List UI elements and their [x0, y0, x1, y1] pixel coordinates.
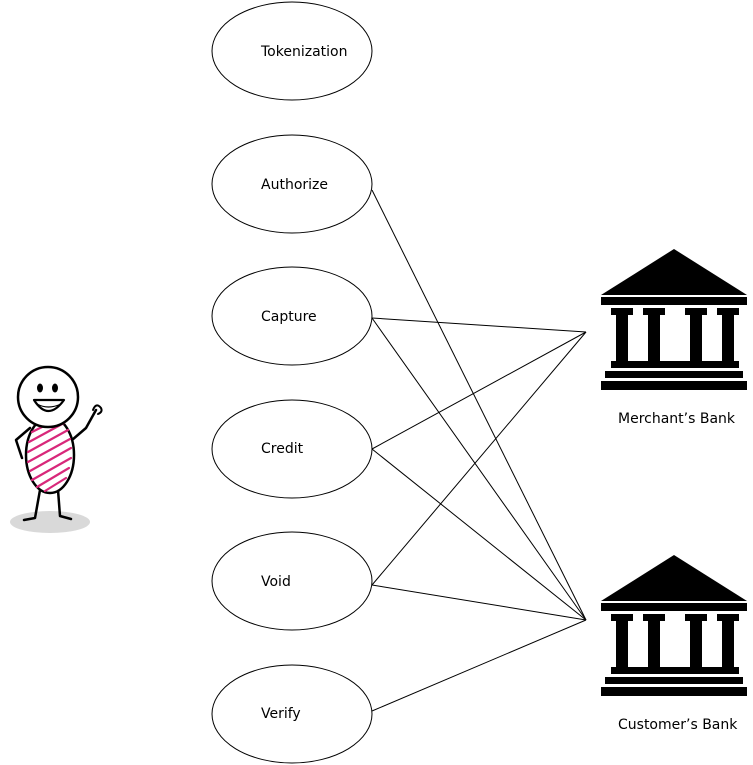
connector-uc-credit-merchant-bank — [371, 331, 587, 450]
use-case-capture[interactable]: Capture — [211, 266, 373, 366]
connector-uc-capture-customer-bank — [371, 317, 587, 621]
connector-uc-credit-customer-bank — [371, 448, 587, 621]
connector-lines — [371, 189, 587, 712]
stick-figure-actor-icon[interactable] — [10, 365, 103, 533]
merchant-bank-icon[interactable] — [601, 249, 747, 390]
use-case-label: Verify — [261, 706, 301, 722]
use-case-label: Capture — [261, 309, 317, 325]
use-case-label: Void — [261, 574, 291, 590]
use-case-label: Authorize — [261, 177, 328, 193]
shadow — [10, 511, 90, 533]
customer-bank-icon[interactable] — [601, 555, 747, 696]
connector-uc-void-customer-bank — [371, 584, 587, 621]
use-case-tokenization[interactable]: Tokenization — [211, 1, 373, 101]
connector-uc-capture-merchant-bank — [371, 317, 587, 333]
connector-uc-authorize-customer-bank — [371, 189, 587, 621]
use-case-label: Credit — [261, 441, 304, 457]
connector-uc-verify-customer-bank — [371, 619, 587, 712]
use-case-label: Tokenization — [260, 44, 347, 60]
connector-uc-void-merchant-bank — [371, 331, 587, 586]
use-case-authorize[interactable]: Authorize — [211, 134, 373, 234]
use-case-credit[interactable]: Credit — [211, 399, 373, 499]
merchant-bank-label: Merchant’s Bank — [618, 411, 736, 427]
use-case-verify[interactable]: Verify — [211, 664, 373, 764]
customer-bank-label: Customer’s Bank — [618, 717, 738, 733]
use-case-void[interactable]: Void — [211, 531, 373, 631]
